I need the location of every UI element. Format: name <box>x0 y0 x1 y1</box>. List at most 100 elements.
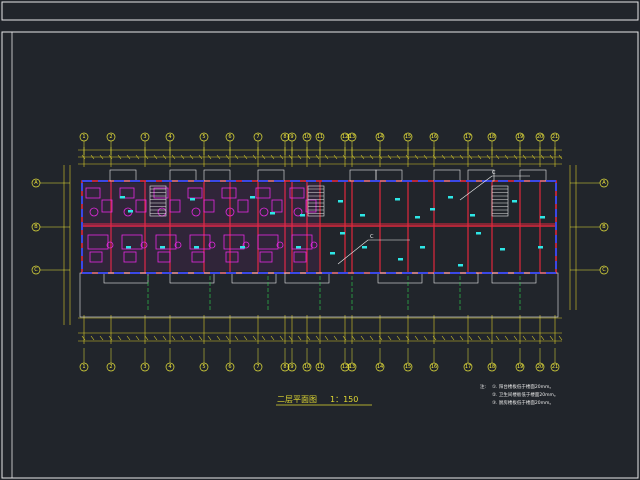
fixture-mark <box>340 232 345 235</box>
fixture-mark <box>448 196 453 199</box>
dimension-slash-bottom <box>441 335 446 341</box>
dimension-slash-bottom <box>153 335 158 341</box>
dimension-slash-bottom <box>306 335 311 341</box>
dimension-slash-bottom <box>198 335 203 341</box>
furniture-blocks <box>83 183 319 271</box>
balcony-slab <box>284 272 330 284</box>
axis-label-bottom: 17 <box>465 364 471 370</box>
stair-outline <box>149 185 167 217</box>
dimension-slash-bottom <box>225 335 230 341</box>
axis-label-bottom: 14 <box>377 364 383 370</box>
balcony-slab <box>169 272 215 284</box>
axis-label-bottom: 15 <box>405 364 411 370</box>
axis-label-top: 8 <box>283 134 286 140</box>
fixture-mark <box>126 246 131 249</box>
furniture-chair <box>191 207 201 217</box>
dimension-slash-bottom <box>549 335 554 341</box>
axis-label-bottom: 13 <box>349 364 355 370</box>
balcony-slab <box>231 272 277 284</box>
axis-label-top: 6 <box>228 134 231 140</box>
building-walls <box>79 169 559 318</box>
dimension-slash-bottom <box>477 335 482 341</box>
furniture-sofa <box>221 187 237 199</box>
furniture-table <box>169 199 181 213</box>
dimension-slash-top <box>279 154 284 160</box>
dimension-slash-bottom <box>126 335 131 341</box>
furniture-zone-fill <box>83 183 319 271</box>
fixture-mark <box>296 246 301 249</box>
dimension-slash-top <box>441 154 446 160</box>
dimension-slash-top <box>153 154 158 160</box>
dimension-slash-top <box>387 154 392 160</box>
axis-label-bottom: 4 <box>168 364 171 370</box>
dimension-slash-top <box>450 154 455 160</box>
furniture-sofa <box>255 187 271 199</box>
dimension-lines-bottom <box>78 315 563 344</box>
dimension-slash-bottom <box>432 335 437 341</box>
furniture-sofa <box>289 187 305 199</box>
fixture-mark <box>500 248 505 251</box>
axis-label-bottom: 10 <box>304 364 310 370</box>
dimension-slash-bottom <box>234 335 239 341</box>
axis-label-top: 18 <box>489 134 495 140</box>
dimension-slash-bottom <box>207 335 212 341</box>
axis-label-top: 3 <box>143 134 146 140</box>
top-window-box <box>375 169 403 182</box>
furniture-bed <box>121 234 143 250</box>
fixture-marks <box>120 196 545 267</box>
axis-label-bottom: 19 <box>517 364 523 370</box>
fixture-mark <box>128 210 133 213</box>
dimension-slash-top <box>117 154 122 160</box>
axis-label-top: 21 <box>552 134 558 140</box>
dimension-slash-bottom <box>108 335 113 341</box>
dimension-slash-top <box>378 154 383 160</box>
dimension-slash-bottom <box>342 335 347 341</box>
dimension-slash-bottom <box>243 335 248 341</box>
axis-label-top: 9 <box>290 134 293 140</box>
dimension-slash-top <box>243 154 248 160</box>
dimension-slash-bottom <box>189 335 194 341</box>
furniture-stool <box>276 241 284 249</box>
axis-label-bottom: 18 <box>489 364 495 370</box>
dimension-slash-top <box>108 154 113 160</box>
top-window-box <box>433 169 461 182</box>
dimension-slash-bottom <box>117 335 122 341</box>
dimension-slash-top <box>351 154 356 160</box>
dimension-slash-top <box>531 154 536 160</box>
furniture-cabinet <box>225 251 239 263</box>
dimension-slash-top <box>315 154 320 160</box>
axis-label-side: A <box>34 180 38 186</box>
dimension-slash-top <box>486 154 491 160</box>
furniture-bed <box>155 234 177 250</box>
furniture-bed <box>189 234 211 250</box>
axis-label-top: 12 <box>342 134 348 140</box>
note-line-1: ①. 阳台楼板低于楼面20mm。 <box>492 383 554 390</box>
dimension-slash-bottom <box>378 335 383 341</box>
axis-label-top: 7 <box>256 134 259 140</box>
dimension-slash-top <box>171 154 176 160</box>
notes-label: 注: <box>480 383 486 390</box>
top-window-box <box>109 169 137 182</box>
furniture-table <box>237 199 249 213</box>
dimension-slash-bottom <box>387 335 392 341</box>
dimension-slash-bottom <box>324 335 329 341</box>
fixture-mark <box>190 198 195 201</box>
top-window-box <box>519 169 547 182</box>
furniture-stool <box>140 241 148 249</box>
furniture-cabinet <box>293 251 307 263</box>
callout-mid-text: C <box>370 234 374 240</box>
dimension-slash-top <box>216 154 221 160</box>
dimension-slash-bottom <box>540 335 545 341</box>
callout-top-text: C <box>492 170 496 176</box>
dimension-slash-bottom <box>459 335 464 341</box>
top-window-box <box>257 169 285 182</box>
dimension-slash-bottom <box>531 335 536 341</box>
dimension-slash-top <box>414 154 419 160</box>
axis-label-bottom: 11 <box>317 364 323 370</box>
dimension-slash-top <box>189 154 194 160</box>
furniture-bed <box>257 234 279 250</box>
axis-label-side: C <box>34 267 38 273</box>
axis-label-side: B <box>34 224 38 230</box>
axis-label-top: 10 <box>304 134 310 140</box>
furniture-table <box>203 199 215 213</box>
